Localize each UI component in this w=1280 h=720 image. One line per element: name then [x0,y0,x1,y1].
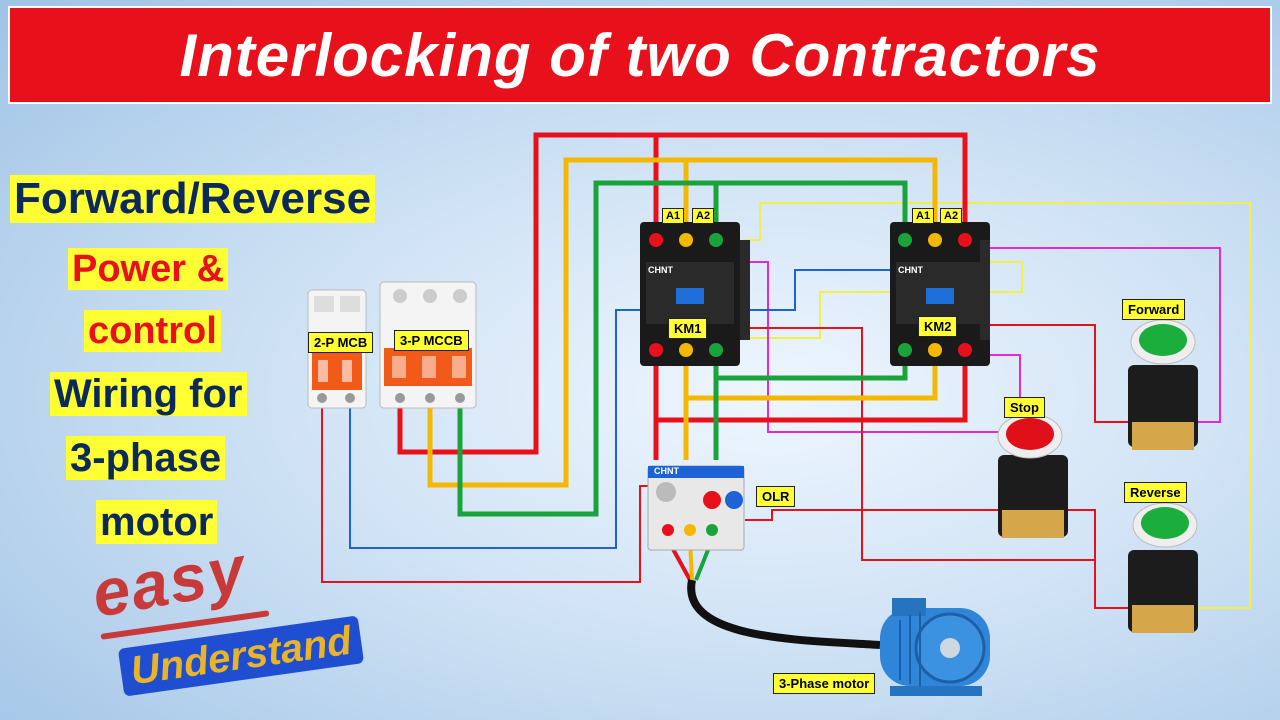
text-control: control [84,310,221,352]
tag-3-phase-motor: 3-Phase motor [773,673,876,694]
brand-km2: CHNT [898,265,923,275]
page-title: Interlocking of two Contractors [179,21,1101,89]
reverse-pushbutton [1128,502,1198,633]
contactor-km2 [890,222,990,366]
wire-red-control [745,327,1095,561]
wire-green-power [457,180,908,517]
wire-red-power [397,132,968,455]
wire-red-control [990,324,1135,423]
text-motor: motor [96,500,218,544]
wire-red-control [745,509,1135,609]
wire-red-control [321,395,652,583]
wire-red-power [658,352,968,423]
contactor-km1 [640,222,750,366]
forward-pushbutton [1128,319,1198,450]
wire-yellow-power-group [427,157,938,488]
wire-red-control-group [321,324,1135,609]
brand-km1: CHNT [648,265,673,275]
tag-3p-mccb: 3-P MCCB [394,330,469,351]
tag-reverse: Reverse [1124,482,1187,503]
title-banner: Interlocking of two Contractors [8,6,1272,104]
stop-pushbutton [997,413,1068,538]
tag-olr: OLR [756,486,796,507]
wire-magenta-group [738,247,1221,433]
tag-2p-mcb: 2-P MCB [308,332,374,353]
wire-lightyellow [745,202,1251,609]
tag-km2: KM2 [918,316,958,337]
tag-forward: Forward [1122,299,1186,320]
tag-km1-a1: A1 [662,208,685,224]
tag-km1: KM1 [668,318,708,339]
wire-yellow-power [427,157,938,488]
tag-stop: Stop [1004,397,1045,418]
wire-magenta [738,261,1021,433]
wire-magenta [988,247,1221,423]
motor-cable-group [666,539,881,649]
wire-yellow-power [688,352,938,401]
text-power: Power & [68,248,229,290]
overload-relay [647,465,745,551]
three-phase-motor [880,598,990,696]
tag-km2-a2: A2 [940,208,963,224]
wire-green-power [718,352,908,381]
text-forward-reverse: Forward/Reverse [10,175,376,223]
text-3-phase: 3-phase [66,436,226,480]
tag-km2-a1: A1 [912,208,935,224]
motor-cable [687,579,881,649]
text-wiring-for: Wiring for [50,372,247,416]
brand-olr: CHNT [654,466,679,476]
wire-red-power-group [397,132,968,460]
tag-km1-a2: A2 [692,208,715,224]
